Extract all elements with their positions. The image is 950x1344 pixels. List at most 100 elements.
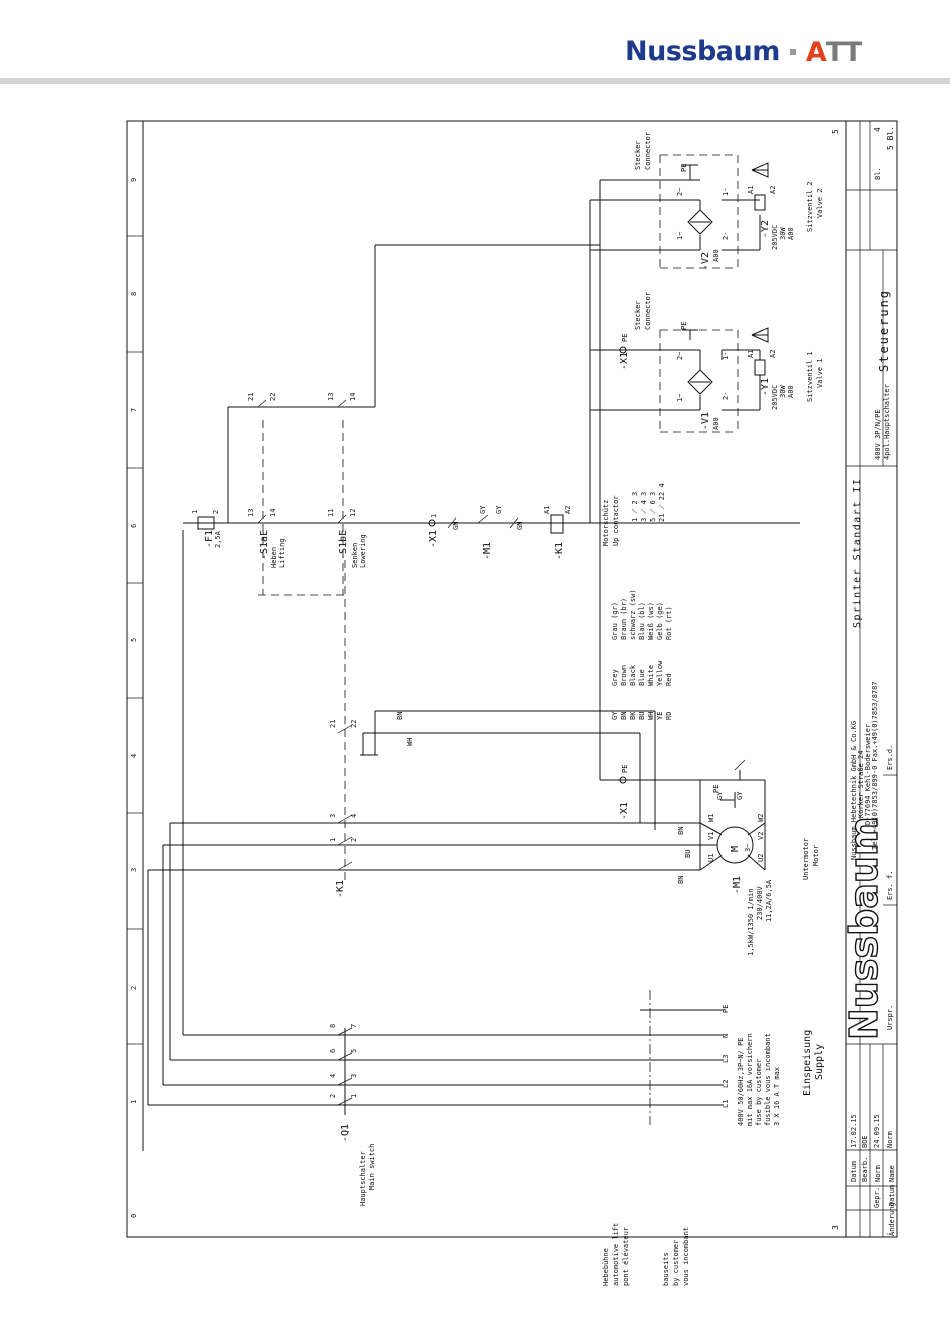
svg-text:4: 4 — [350, 814, 358, 818]
svg-text:Hebebühne: Hebebühne — [602, 1248, 610, 1286]
v2-pe: PE — [680, 164, 688, 172]
bearb-label: Bearb. — [861, 1157, 869, 1182]
svg-text:3: 3 — [329, 814, 337, 818]
terminal-l3: L3 — [722, 1055, 730, 1063]
v2-label: -V2 — [700, 252, 711, 270]
motor-wire-tags: BN BU BN BN WH GY GY — [396, 712, 744, 884]
y1-spec-v: 205VDC — [771, 385, 779, 410]
svg-text:BN: BN — [677, 876, 685, 884]
y2-a1: A1 — [747, 186, 755, 194]
v1-pin-1dc: 1- — [722, 352, 730, 360]
sheet-total: 5 Bl. — [886, 126, 895, 150]
y1-label: -Y1 — [760, 378, 771, 396]
ers-d-label: Ers.d. — [886, 745, 894, 770]
datum-label: Datum — [850, 1161, 858, 1182]
svg-text:Grau (gr): Grau (gr) — [611, 602, 619, 640]
svg-text:5: 5 — [350, 1049, 358, 1053]
svg-text:Brown: Brown — [620, 665, 628, 686]
s1be-desc-en: Lowering — [359, 534, 367, 568]
company-street: Korker Straße 24 — [857, 751, 865, 818]
svg-text:1: 1 — [350, 1094, 358, 1098]
svg-text:Up contactor: Up contactor — [612, 495, 620, 546]
v1-pin-2ac: 2~ — [676, 352, 684, 360]
x1-control-pin: 1 — [430, 514, 438, 518]
s1ae-pin-21: 21 — [247, 393, 255, 401]
rev-label-norm: Norm — [874, 1165, 882, 1182]
f1-pin-1: 1 — [191, 510, 199, 514]
main-switch-pol-label: 4pol.Hauptschalter — [883, 384, 891, 460]
svg-text:230/400V: 230/400V — [756, 885, 764, 920]
f1-rating: 2,5A — [214, 530, 222, 548]
svg-text:fuse by customer: fuse by customer — [755, 1059, 763, 1126]
logo-separator-dot — [789, 49, 796, 55]
y1-a2: A2 — [769, 350, 777, 358]
y2-spec-v: 205VDC — [771, 225, 779, 250]
s1ae-desc-en: Lifting — [278, 538, 286, 568]
s1be-pin-11: 11 — [327, 509, 335, 517]
bearb-value: BOE — [861, 1135, 869, 1148]
f1-label: -F1 — [204, 530, 215, 548]
svg-text:1: 1 — [329, 838, 337, 842]
terminal-pe: PE — [722, 1005, 730, 1013]
svg-text:GY: GY — [716, 791, 724, 800]
svg-text:V2: V2 — [757, 832, 765, 840]
s1be-pin-13: 13 — [327, 393, 335, 401]
k1-coil-a1: A1 — [543, 506, 551, 514]
svg-text:U1: U1 — [707, 854, 715, 862]
valve-branch-2 — [590, 154, 769, 269]
rev-label-aenderung: Änderung — [887, 1202, 896, 1236]
svg-text:W1: W1 — [707, 814, 715, 822]
y2-a2: A2 — [769, 186, 777, 194]
svg-text:11,2A/6,5A: 11,2A/6,5A — [765, 879, 773, 922]
k1-main-label: -K1 — [335, 880, 346, 898]
q1-label: -Q1 — [340, 1124, 351, 1142]
nussbaum-logo: Nussbaum — [625, 36, 780, 67]
company-name: Nussbaum Hebetechnik GmbH & Co.KG — [850, 721, 858, 860]
product-title: Sprinter Standart II — [852, 478, 863, 628]
svg-text:3 X 16 A T max: 3 X 16 A T max — [773, 1067, 781, 1126]
svg-text:U2: U2 — [757, 854, 765, 862]
header-divider — [0, 78, 950, 84]
f1-pin-2: 2 — [212, 510, 220, 514]
q1-pins: 2 1 4 3 6 5 8 7 — [329, 1024, 358, 1098]
svg-text:mit max 16A vorsichern: mit max 16A vorsichern — [746, 1033, 754, 1126]
svg-text:Gelb (ge): Gelb (ge) — [656, 602, 664, 640]
v1-pin-2dc: 2- — [722, 392, 730, 400]
s1ae-switch — [257, 399, 345, 596]
title-block — [845, 121, 897, 1237]
svg-text:Black: Black — [629, 664, 637, 686]
svg-text:22: 22 — [350, 720, 358, 728]
sheet-title: Steuerung — [877, 289, 891, 372]
att-logo: ATT — [805, 36, 862, 68]
s1be-pin-14: 14 — [349, 393, 357, 401]
m1-thermal-switch — [477, 514, 519, 529]
contactor-legend: Motorschütz Up contactor 1 ⟋ 2 3 3 ⟋ 4 3… — [602, 483, 666, 546]
lift-note: Hebebühne automotive lift pont élévateur — [602, 1223, 630, 1286]
m1-label: -M1 — [732, 876, 743, 894]
m1-thermal-contact — [720, 759, 746, 808]
x1-valve-pe: PE — [621, 334, 629, 342]
k1-coil-a2: A2 — [564, 506, 572, 514]
v2-pin-1dc: 1- — [722, 188, 730, 196]
wire-color-legend: GY BN BK BU WH YE RD Grey Brown Black Bl… — [611, 589, 673, 720]
s1ae-pin-22: 22 — [269, 393, 277, 401]
x1-motor-terminal — [619, 776, 627, 784]
connector2-en: Connector — [644, 132, 652, 170]
svg-text:BN: BN — [396, 712, 404, 720]
gepr-label: Gepr. — [873, 1187, 881, 1208]
k1-coil-label: -K1 — [554, 542, 565, 560]
rev-label-datum: Datum — [888, 1185, 896, 1206]
v1-pin-1ac: 1~ — [676, 394, 684, 402]
y2-spec-w: 30W — [779, 227, 787, 240]
x1-motor-pe: PE — [621, 765, 629, 773]
motor-desc-de: Untermotor — [802, 838, 810, 880]
datum-value: 17.02.15 — [850, 1114, 858, 1148]
col-label-5: 5 — [130, 638, 138, 642]
col-label-8: 8 — [130, 292, 138, 296]
svg-text:1,5kW/1350 1/min: 1,5kW/1350 1/min — [747, 889, 755, 956]
brand-logos: Nussbaum ATT — [625, 36, 862, 68]
y2-desc-en: Valve 2 — [816, 188, 824, 218]
svg-text:Main switch: Main switch — [368, 1144, 376, 1190]
svg-text:WH: WH — [647, 712, 655, 720]
motor-desc-en: Motor — [812, 845, 820, 866]
